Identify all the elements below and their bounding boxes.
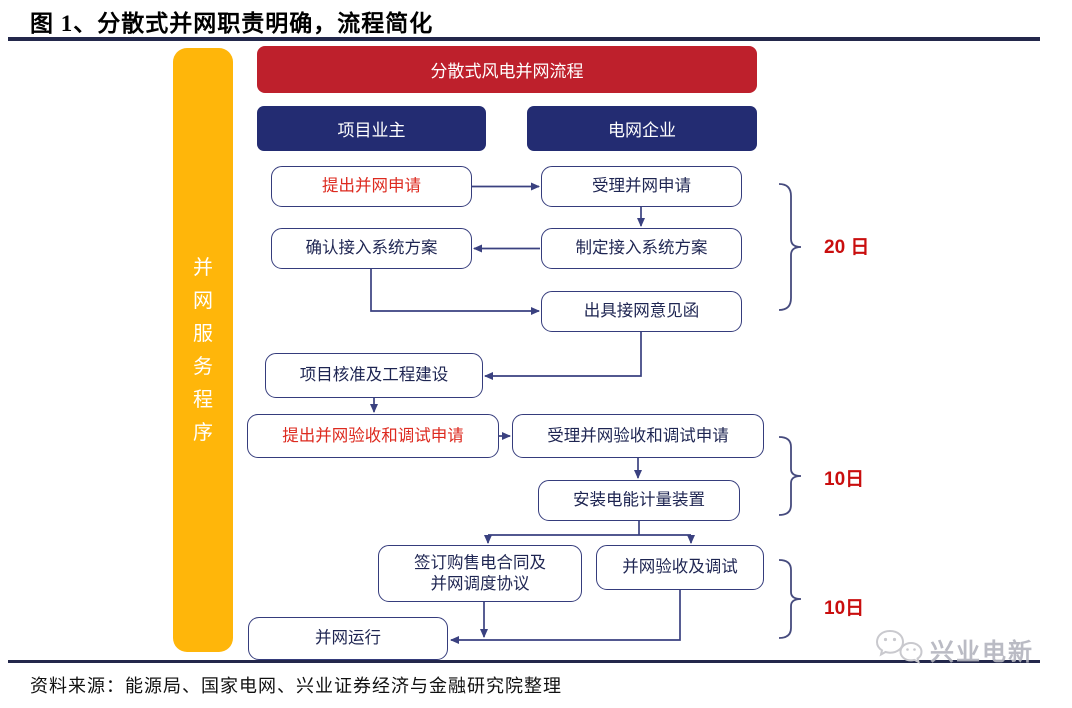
node-sign-power-purchase-and-dispatch-agreements: 签订购售电合同及 并网调度协议: [378, 545, 582, 602]
vbar-char: 服: [193, 322, 213, 345]
footer-rule: [8, 660, 1040, 663]
node-confirm-access-plan: 确认接入系统方案: [271, 228, 472, 269]
grid-service-procedure-bar: 并 网 服 务 程 序: [173, 48, 233, 652]
wechat-icon: [875, 629, 923, 664]
node-accept-acceptance-and-debugging: 受理并网验收和调试申请: [512, 414, 764, 458]
node-line-2: 并网调度协议: [430, 574, 530, 593]
node-line-1: 签订购售电合同及: [414, 553, 546, 572]
node-project-approval-and-construction: 项目核准及工程建设: [265, 353, 483, 398]
node-grid-acceptance-and-debugging: 并网验收及调试: [596, 545, 764, 590]
node-formulate-access-plan: 制定接入系统方案: [541, 228, 742, 269]
watermark-text: 兴业电新: [930, 638, 1034, 666]
vbar-char: 序: [193, 421, 213, 444]
vbar-char: 程: [193, 388, 213, 411]
vbar-char: 务: [193, 355, 213, 378]
node-accept-connection-application: 受理并网申请: [541, 166, 742, 207]
bracket-20-days: [778, 183, 802, 311]
duration-10-days-first: 10日: [824, 469, 865, 490]
node-submit-connection-application: 提出并网申请: [271, 166, 472, 207]
vbar-char: 并: [193, 256, 213, 279]
node-grid-operation: 并网运行: [248, 617, 448, 660]
duration-10-days-second: 10日: [824, 598, 865, 619]
title-rule: [8, 37, 1040, 41]
flow-header-banner: 分散式风电并网流程: [257, 46, 757, 93]
arrow-opinion-letter-to-approval: [484, 332, 642, 380]
bracket-10-days-first: [778, 436, 802, 516]
node-issue-connection-opinion-letter: 出具接网意见函: [541, 291, 742, 332]
lane-project-owner: 项目业主: [257, 106, 486, 151]
watermark: 兴业电新: [874, 628, 1034, 670]
arrow-confirm-to-opinion-letter: [370, 269, 540, 315]
duration-20-days: 20 日: [824, 237, 870, 258]
lane-grid-enterprise: 电网企业: [527, 106, 757, 151]
bracket-10-days-second: [778, 559, 802, 639]
vbar-char: 网: [193, 289, 213, 312]
node-install-metering-device: 安装电能计量装置: [538, 480, 740, 521]
figure-title: 图 1、分散式并网职责明确，流程简化: [30, 11, 434, 36]
node-apply-acceptance-and-debugging: 提出并网验收和调试申请: [247, 414, 499, 458]
source-note: 资料来源：能源局、国家电网、兴业证券经济与金融研究院整理: [30, 676, 562, 696]
